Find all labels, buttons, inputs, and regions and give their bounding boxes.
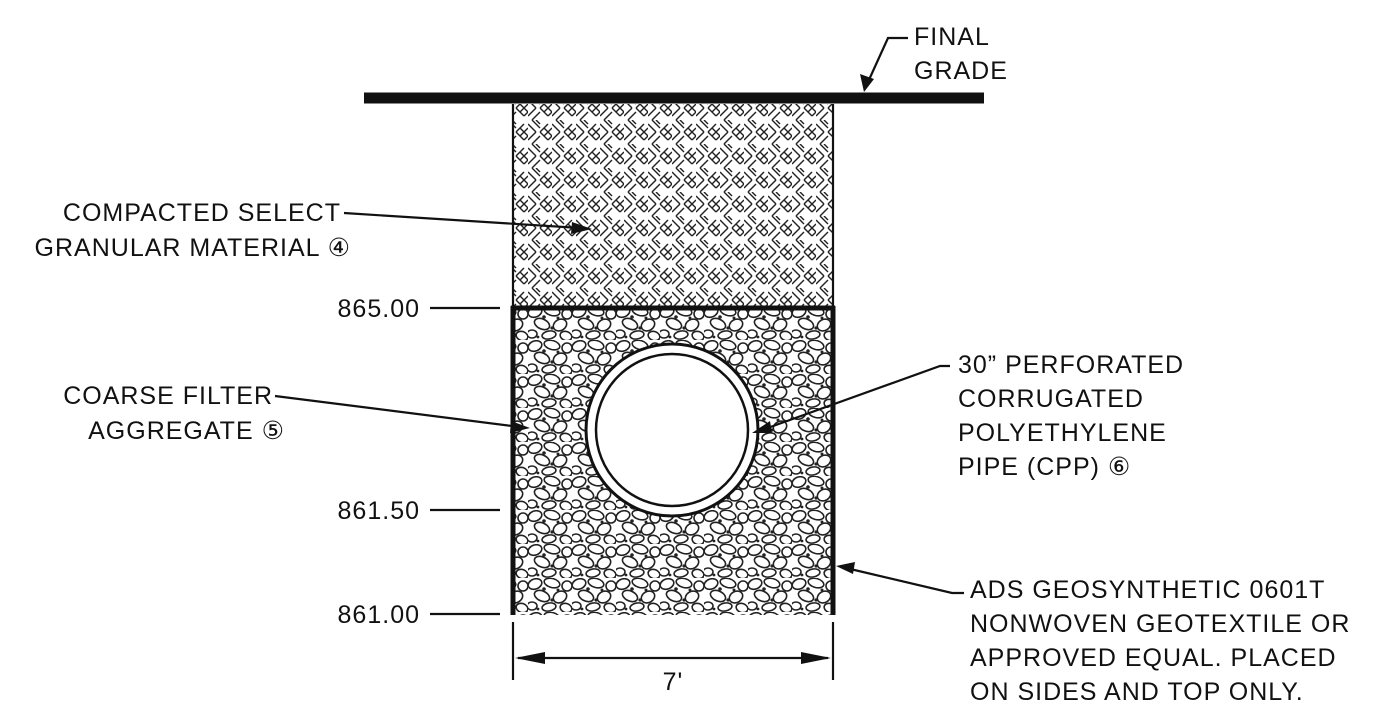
geotextile-label-4: ON SIDES AND TOP ONLY. xyxy=(970,678,1304,706)
pipe-inner-wall xyxy=(594,352,750,508)
coarse-label-2: AGGREGATE ⑤ xyxy=(88,417,285,445)
dimension-arrow-right xyxy=(801,652,831,664)
coarse-label-1: COARSE FILTER xyxy=(63,382,273,410)
geotextile-label-3: APPROVED EQUAL. PLACED xyxy=(970,644,1337,672)
pipe-arrowhead xyxy=(752,421,772,433)
pipe-label-2: CORRUGATED xyxy=(958,385,1144,413)
final-grade-label-1: FINAL xyxy=(914,23,990,51)
final-grade-arrowhead xyxy=(860,74,874,92)
geotextile-leader xyxy=(845,566,964,595)
compacted-leader xyxy=(343,211,581,230)
compacted-label-1: COMPACTED SELECT xyxy=(63,199,341,227)
dimension-label: 7' xyxy=(663,668,684,696)
final-grade-leader xyxy=(866,36,908,83)
pipe-label-1: 30” PERFORATED xyxy=(958,351,1184,379)
elevation-label-861: 861.00 xyxy=(338,601,420,629)
coarse-arrowhead xyxy=(510,421,530,433)
compacted-arrowhead xyxy=(571,222,592,234)
final-grade-label-2: GRADE xyxy=(914,57,1008,85)
pipe-leader xyxy=(761,364,950,432)
compacted-backfill-zone xyxy=(513,104,833,308)
compacted-label-2: GRANULAR MATERIAL ④ xyxy=(35,234,351,262)
elevation-label-865: 865.00 xyxy=(338,295,420,323)
elevation-label-861-50: 861.50 xyxy=(338,497,420,525)
pipe-label-4: PIPE (CPP) ⑥ xyxy=(958,453,1131,481)
geotextile-label-1: ADS GEOSYNTHETIC 0601T xyxy=(970,576,1325,604)
dimension-arrow-left xyxy=(515,652,545,664)
pipe-label-3: POLYETHYLENE xyxy=(958,419,1167,447)
geotextile-arrowhead xyxy=(836,562,855,574)
geotextile-label-2: NONWOVEN GEOTEXTILE OR xyxy=(970,610,1350,638)
coarse-leader xyxy=(274,394,521,429)
